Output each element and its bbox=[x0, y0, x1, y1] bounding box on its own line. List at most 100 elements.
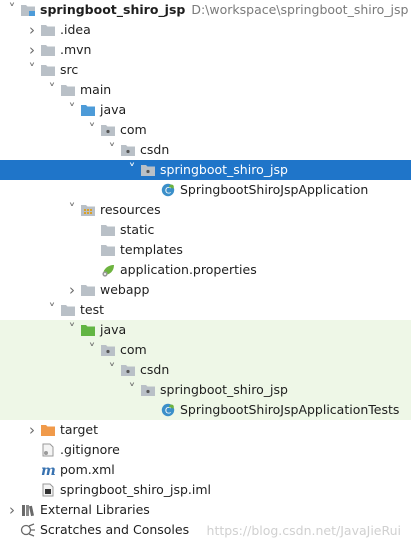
tree-node-label: springboot_shiro_jsp.iml bbox=[60, 480, 211, 500]
package-icon bbox=[100, 343, 116, 357]
tree-node[interactable]: ˅ springboot_shiro_jsp bbox=[0, 160, 411, 180]
chevron-down-icon[interactable]: ˅ bbox=[48, 302, 56, 318]
tree-node[interactable]: springboot_shiro_jsp.iml bbox=[0, 480, 411, 500]
folder-icon bbox=[40, 63, 56, 77]
node-name: java bbox=[100, 102, 127, 117]
tree-node[interactable]: static bbox=[0, 220, 411, 240]
node-path: D:\workspace\springboot_shiro_jsp bbox=[191, 2, 409, 17]
tree-node-label: springboot_shiro_jsp bbox=[160, 380, 288, 400]
package-icon bbox=[140, 383, 156, 397]
tree-node-label: springboot_shiro_jsp D:\workspace\springb… bbox=[40, 0, 408, 20]
package-icon bbox=[120, 143, 136, 157]
tree-node-label: SpringbootShiroJspApplicationTests bbox=[180, 400, 399, 420]
tree-node-label: SpringbootShiroJspApplication bbox=[180, 180, 368, 200]
folder-icon bbox=[100, 223, 116, 237]
folder-icon bbox=[40, 23, 56, 37]
tree-node[interactable]: ˅ csdn bbox=[0, 140, 411, 160]
tree-node[interactable]: Scratches and Consoles bbox=[0, 520, 411, 540]
tree-node[interactable]: ˅ java bbox=[0, 100, 411, 120]
properties-icon bbox=[100, 263, 116, 277]
svg-text:C: C bbox=[165, 187, 171, 197]
tree-node[interactable]: application.properties bbox=[0, 260, 411, 280]
node-name: SpringbootShiroJspApplication bbox=[180, 182, 369, 197]
chevron-down-icon[interactable]: ˅ bbox=[8, 2, 16, 18]
chevron-down-icon[interactable]: ˅ bbox=[108, 142, 116, 158]
scratches-icon bbox=[20, 523, 36, 537]
tree-node[interactable]: ˅ springboot_shiro_jsp bbox=[0, 380, 411, 400]
tree-node[interactable]: › .mvn bbox=[0, 40, 411, 60]
node-name: com bbox=[120, 342, 147, 357]
node-name: springboot_shiro_jsp bbox=[160, 162, 288, 177]
tree-node[interactable]: ›target bbox=[0, 420, 411, 440]
node-name: csdn bbox=[140, 142, 170, 157]
chevron-right-icon[interactable]: › bbox=[29, 421, 35, 439]
tree-node[interactable]: › .idea bbox=[0, 20, 411, 40]
package-icon bbox=[100, 123, 116, 137]
test-source-folder-icon bbox=[80, 323, 96, 337]
watermark: https://blog.csdn.net/JavaJieRui bbox=[206, 523, 401, 538]
source-folder-icon bbox=[80, 103, 96, 117]
tree-node[interactable]: .gitignore bbox=[0, 440, 411, 460]
spring-class-icon: C bbox=[160, 183, 176, 197]
tree-node[interactable]: ˅ com bbox=[0, 340, 411, 360]
maven-icon: m bbox=[40, 463, 56, 479]
spring-class-icon: C bbox=[160, 403, 176, 417]
tree-node-label: csdn bbox=[140, 140, 169, 160]
libraries-icon bbox=[20, 503, 36, 517]
tree-node-label: .mvn bbox=[60, 40, 91, 60]
chevron-down-icon[interactable]: ˅ bbox=[68, 102, 76, 118]
tree-node[interactable]: C SpringbootShiroJspApplicationTests bbox=[0, 400, 411, 420]
package-icon bbox=[120, 363, 136, 377]
node-name: pom.xml bbox=[60, 462, 115, 477]
tree-node[interactable]: m pom.xml bbox=[0, 460, 411, 480]
tree-node[interactable]: ˅ src bbox=[0, 60, 411, 80]
chevron-down-icon[interactable]: ˅ bbox=[128, 382, 136, 398]
tree-node[interactable]: ˅ springboot_shiro_jsp D:\workspace\spring… bbox=[0, 0, 411, 20]
chevron-down-icon[interactable]: ˅ bbox=[48, 82, 56, 98]
chevron-down-icon[interactable]: ˅ bbox=[108, 362, 116, 378]
chevron-down-icon[interactable]: ˅ bbox=[28, 62, 36, 78]
chevron-down-icon[interactable]: ˅ bbox=[68, 322, 76, 338]
tree-node[interactable]: ›webapp bbox=[0, 280, 411, 300]
chevron-down-icon[interactable]: ˅ bbox=[128, 162, 136, 178]
tree-node-label: .gitignore bbox=[60, 440, 120, 460]
node-name: SpringbootShiroJspApplicationTests bbox=[180, 402, 400, 417]
node-name: csdn bbox=[140, 362, 170, 377]
tree-node[interactable]: ˅main bbox=[0, 80, 411, 100]
node-name: .mvn bbox=[60, 42, 92, 57]
chevron-right-icon[interactable]: › bbox=[69, 281, 75, 299]
tree-node[interactable]: ˅com bbox=[0, 120, 411, 140]
node-name: test bbox=[80, 302, 105, 317]
tree-node-label: Scratches and Consoles bbox=[40, 520, 189, 540]
chevron-right-icon[interactable]: › bbox=[29, 41, 35, 59]
chevron-right-icon[interactable]: › bbox=[9, 501, 15, 519]
tree-node-label: java bbox=[100, 100, 126, 120]
tree-node[interactable]: ˅java bbox=[0, 320, 411, 340]
tree-node-label: com bbox=[120, 340, 147, 360]
tree-node-label: .idea bbox=[60, 20, 91, 40]
tree-node[interactable]: › External Libraries bbox=[0, 500, 411, 520]
svg-text:C: C bbox=[165, 407, 171, 417]
chevron-down-icon[interactable]: ˅ bbox=[88, 122, 96, 138]
node-name: application.properties bbox=[120, 262, 257, 277]
tree-node[interactable]: ˅resources bbox=[0, 200, 411, 220]
tree-node-label: External Libraries bbox=[40, 500, 150, 520]
tree-node-label: springboot_shiro_jsp bbox=[160, 160, 288, 180]
folder-icon bbox=[100, 243, 116, 257]
tree-node[interactable]: ˅ csdn bbox=[0, 360, 411, 380]
package-icon bbox=[140, 163, 156, 177]
resources-folder-icon bbox=[80, 203, 96, 217]
chevron-down-icon[interactable]: ˅ bbox=[88, 342, 96, 358]
tree-node[interactable]: C SpringbootShiroJspApplication bbox=[0, 180, 411, 200]
module-folder-icon bbox=[20, 3, 36, 17]
node-name: src bbox=[60, 62, 79, 77]
node-name: springboot_shiro_jsp bbox=[40, 2, 186, 17]
tree-node[interactable]: templates bbox=[0, 240, 411, 260]
node-name: springboot_shiro_jsp.iml bbox=[60, 482, 211, 497]
node-name: .idea bbox=[60, 22, 91, 37]
tree-node[interactable]: ˅ test bbox=[0, 300, 411, 320]
chevron-down-icon[interactable]: ˅ bbox=[68, 202, 76, 218]
chevron-right-icon[interactable]: › bbox=[29, 21, 35, 39]
tree-node-label: templates bbox=[120, 240, 183, 260]
